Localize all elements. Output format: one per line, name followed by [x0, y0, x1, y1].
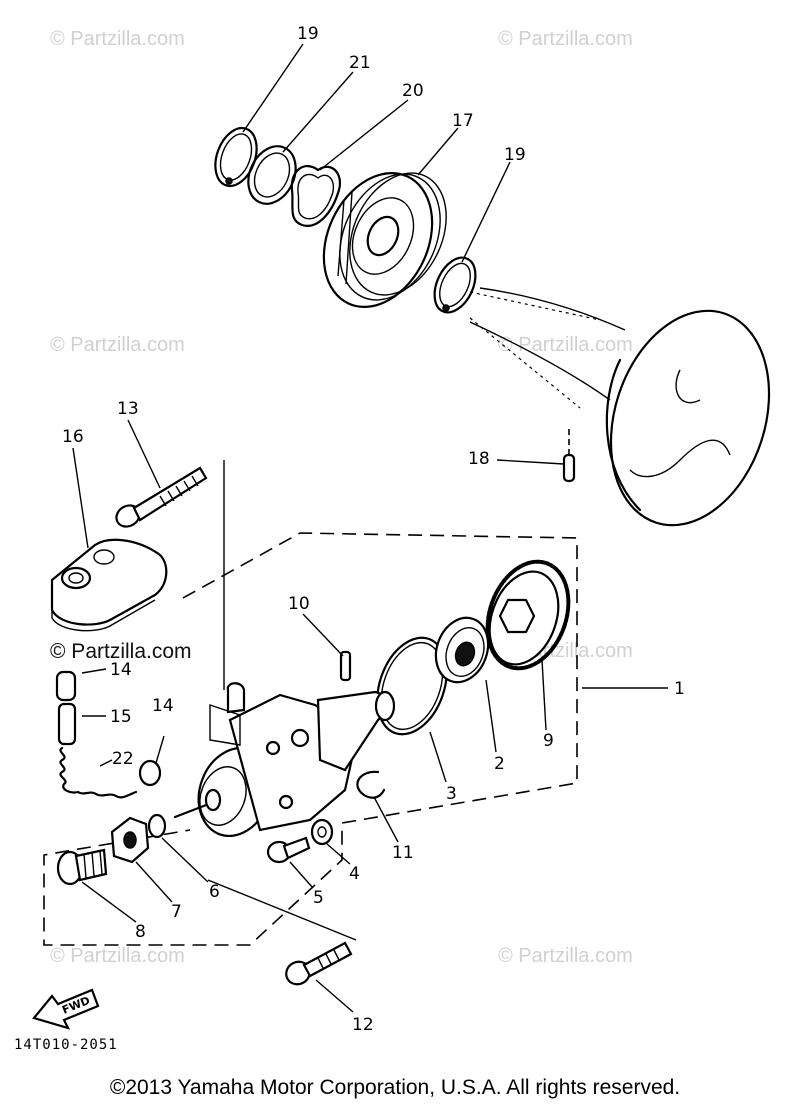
watermark: © Partzilla.com: [498, 334, 633, 356]
watermark: © Partzilla.com: [50, 334, 185, 356]
callout-19: 19: [297, 24, 319, 44]
callout-17: 17: [452, 111, 474, 131]
flywheel-phantom: [469, 287, 771, 527]
callout-2: 2: [494, 754, 505, 774]
clip-11: [356, 770, 386, 799]
callout-13: 13: [117, 399, 139, 419]
cover-plate-16: [50, 538, 168, 632]
callout-9: 9: [543, 731, 554, 751]
spring-22: [59, 746, 138, 799]
callout-18: 18: [468, 449, 490, 469]
catalog-code: 14T010-2051: [14, 1037, 118, 1053]
callout-15: 15: [110, 707, 132, 727]
spacer-14-lower: [138, 759, 162, 787]
watermark: © Partzilla.com: [50, 28, 185, 50]
fwd-arrow-icon: FWD: [32, 988, 100, 1030]
callout-7: 7: [171, 902, 182, 922]
callout-21: 21: [349, 53, 371, 73]
watermark: © Partzilla.com: [498, 945, 633, 967]
leader-lines: [72, 43, 668, 1013]
adjusting-screw-8: [56, 848, 108, 886]
callout-10: 10: [288, 594, 310, 614]
callout-4: 4: [349, 864, 360, 884]
callout-16: 16: [62, 427, 84, 447]
callout-14: 14: [110, 660, 132, 680]
callout-12: 12: [352, 1015, 374, 1035]
callout-8: 8: [135, 922, 146, 942]
screw-5: [266, 836, 311, 864]
circlip-19-lower: [433, 256, 477, 314]
circlip-19-upper: [214, 126, 258, 188]
watermark: © Partzilla.com: [50, 945, 185, 967]
nut-7: [110, 816, 150, 864]
gear-9: [485, 559, 571, 671]
assembly-1-outline: [43, 532, 578, 946]
bolt-13: [115, 466, 208, 528]
pin-10: [339, 650, 352, 682]
watermark: © Partzilla.com: [498, 28, 633, 50]
bolt-12: [285, 941, 353, 986]
washer-4: [310, 818, 334, 846]
callout-14: 14: [152, 696, 174, 716]
callout-5: 5: [313, 888, 324, 908]
callout-22: 22: [112, 749, 134, 769]
callout-3: 3: [446, 784, 457, 804]
callout-20: 20: [402, 81, 424, 101]
hose-15: [57, 702, 77, 746]
o-ring-3: [376, 636, 448, 736]
watermark: © Partzilla.com: [50, 640, 192, 663]
seal-20: [290, 165, 341, 227]
spacer-14-upper: [55, 670, 77, 702]
washer-6: [147, 813, 167, 839]
callout-11: 11: [392, 843, 414, 863]
pulley-17: [322, 172, 447, 308]
callout-1: 1: [674, 679, 685, 699]
callout-19: 19: [504, 145, 526, 165]
callout-numbers: 19 21 20 17 19 18 13 16 10 1 14 15 14 22…: [62, 24, 685, 1035]
callout-6: 6: [209, 882, 220, 902]
copyright-notice: ©2013 Yamaha Motor Corporation, U.S.A. A…: [109, 1076, 681, 1099]
dowel-pin-18: [562, 428, 576, 483]
bearing-2: [434, 616, 490, 684]
oil-pump-body: [173, 682, 396, 838]
